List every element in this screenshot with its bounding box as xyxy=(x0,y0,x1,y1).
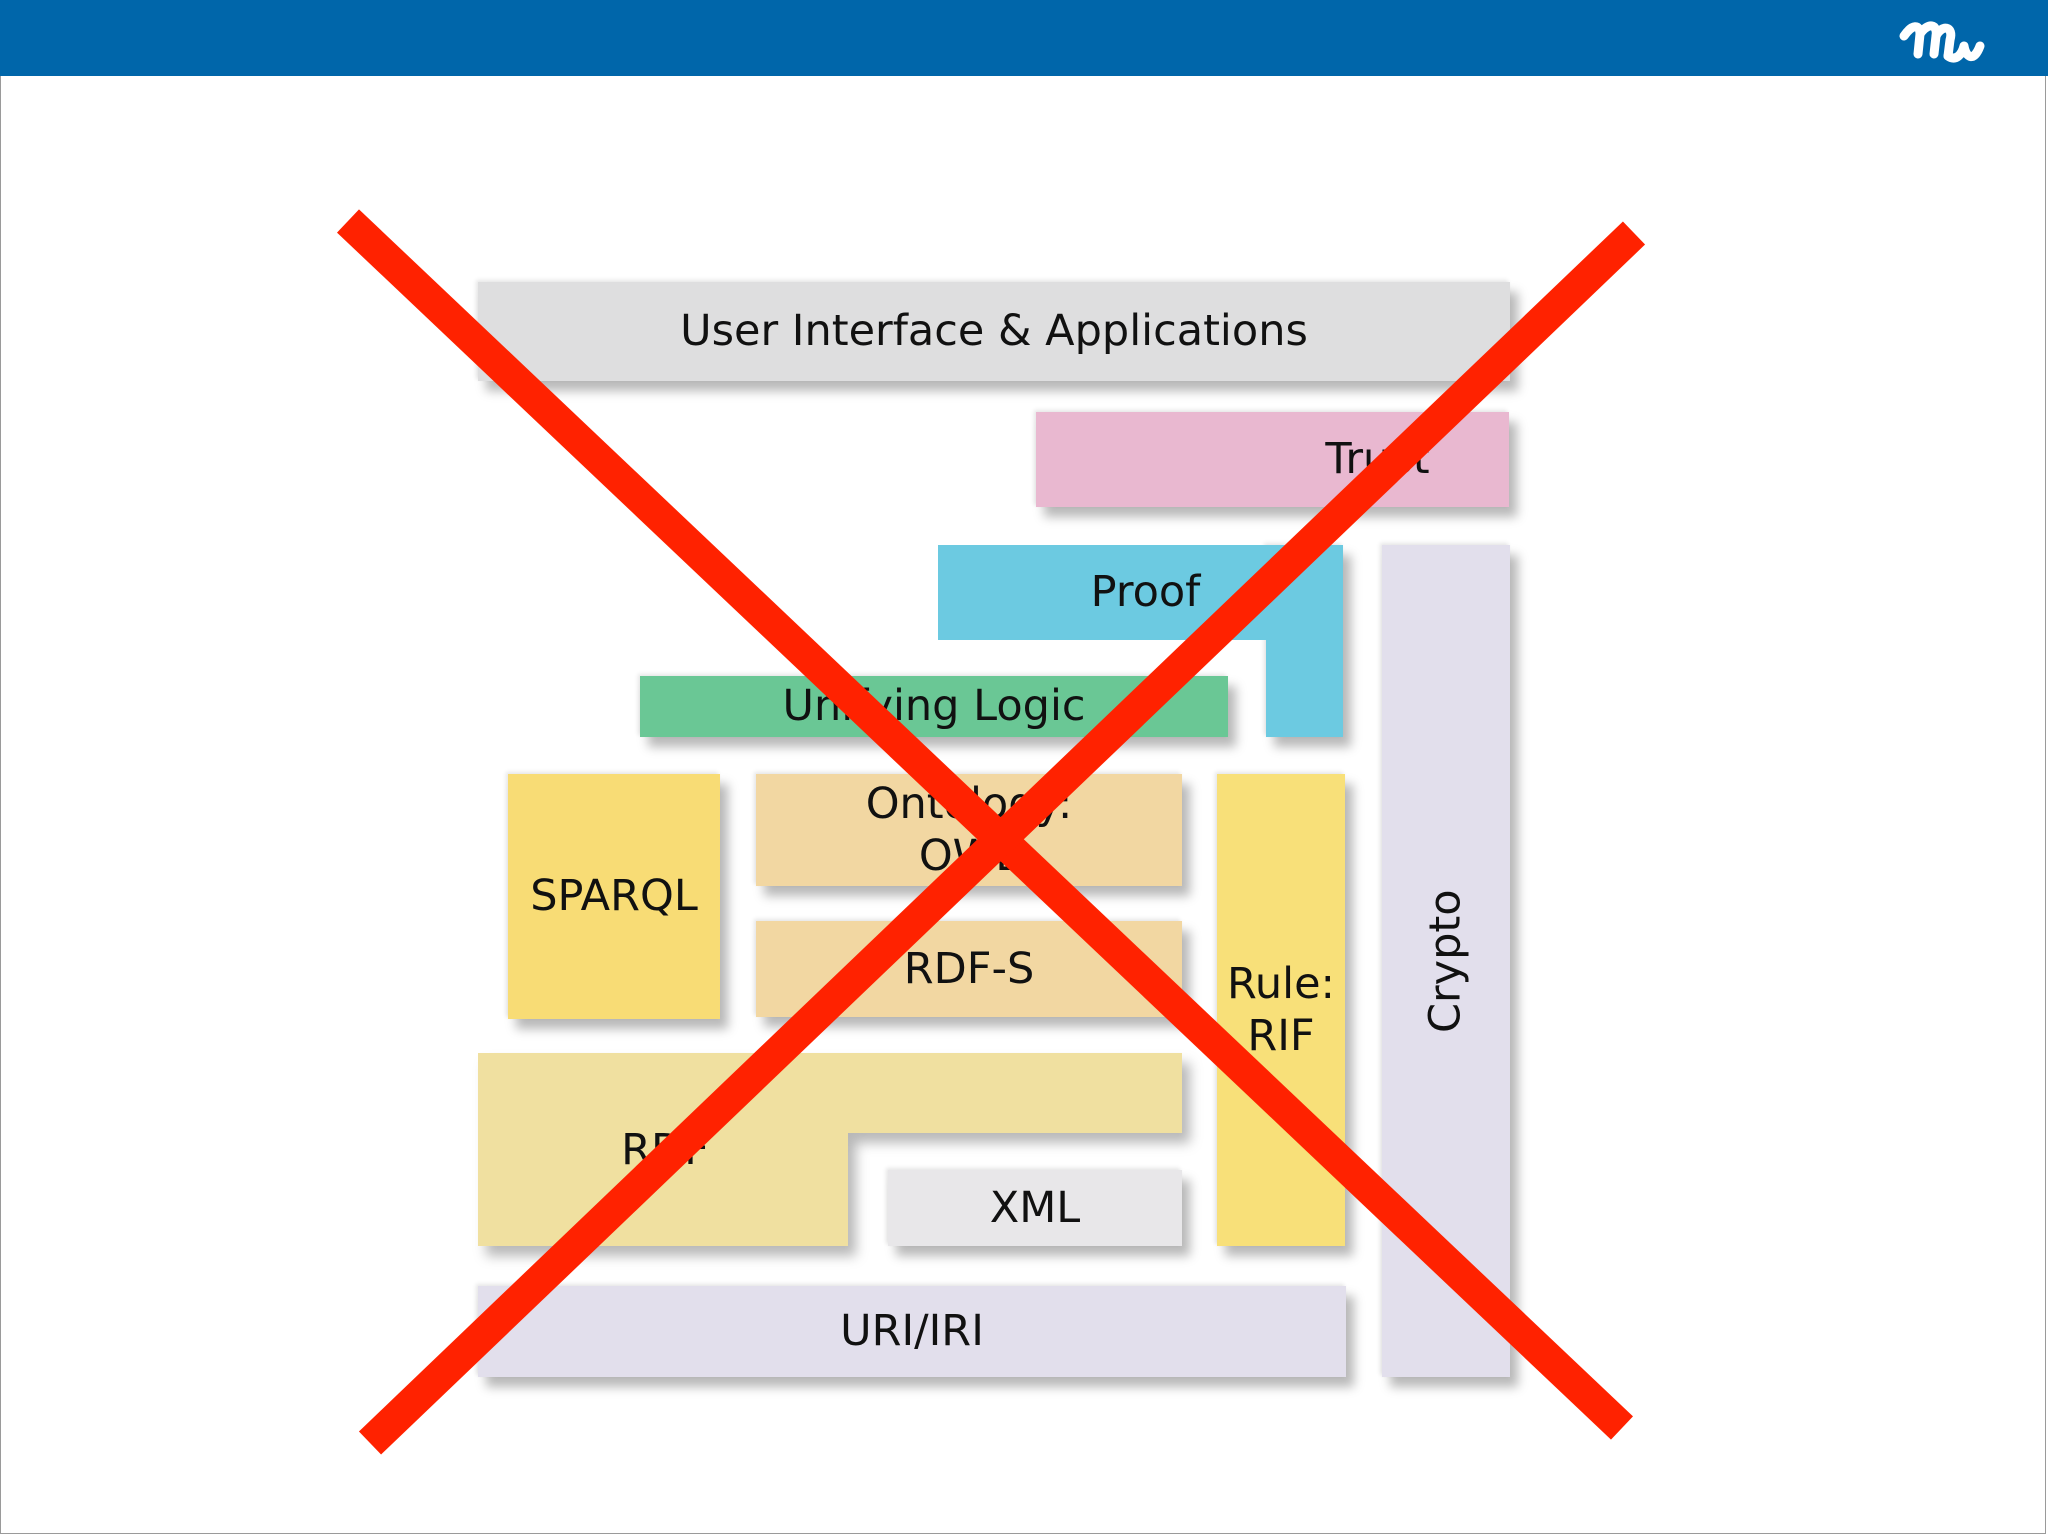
rdf-label: RDF xyxy=(621,1125,709,1175)
mw-logo-icon xyxy=(1899,21,1985,63)
header-bar xyxy=(0,0,2048,76)
xml-layer: XML xyxy=(888,1170,1182,1246)
xml-label: XML xyxy=(989,1182,1081,1233)
slide-frame xyxy=(0,76,2046,1534)
uri-label: URI/IRI xyxy=(840,1306,984,1357)
uri-iri-layer: URI/IRI xyxy=(478,1286,1346,1377)
